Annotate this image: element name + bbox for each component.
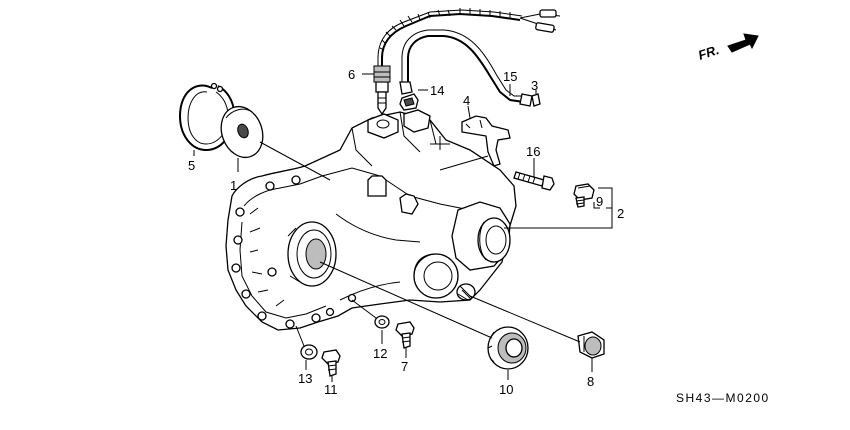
washer-13-part: [300, 344, 318, 360]
callout-13: 13: [298, 371, 312, 386]
transmission-housing: [225, 109, 517, 331]
bolt-7-part: [395, 321, 415, 349]
callout-16: 16: [526, 144, 540, 159]
breather-tube-part: [399, 29, 533, 107]
callout-10: 10: [499, 382, 513, 397]
flange-bolt-16-part: [513, 171, 555, 191]
front-arrow-icon: [727, 33, 759, 53]
callout-1: 1: [230, 178, 237, 193]
callout-8: 8: [587, 374, 594, 389]
drain-plug-9-part: [573, 183, 595, 208]
sealing-bolt-8-part: [577, 331, 605, 359]
callout-2: 2: [617, 206, 624, 221]
dowel-pin-part: [531, 93, 541, 107]
callout-labels: 1 2 3 4 5 6 7 8 9 10 11 12 13 14 15 16: [188, 67, 624, 397]
callout-6: 6: [348, 67, 355, 82]
front-direction-indicator: FR.: [696, 33, 759, 63]
circlip-part: [178, 82, 236, 152]
callout-7: 7: [401, 359, 408, 374]
bolt-11-part: [321, 349, 341, 377]
tube-clamp-part: [399, 93, 419, 111]
washer-12-part: [374, 315, 390, 329]
callout-4: 4: [463, 93, 470, 108]
callout-12: 12: [373, 346, 387, 361]
callout-14: 14: [430, 83, 444, 98]
diagram-code: SH43—M0200: [676, 391, 770, 405]
callout-11: 11: [324, 382, 338, 397]
oil-seal-part: [487, 326, 529, 370]
oil-guide-washer-part: [220, 105, 264, 159]
wire-harness-part: [373, 8, 561, 116]
leader-lines: [193, 73, 613, 382]
callout-15: 15: [503, 69, 517, 84]
harness-bracket-part: [461, 115, 511, 167]
callout-5: 5: [188, 158, 195, 173]
callout-9: 9: [596, 194, 603, 209]
direction-label: FR.: [696, 42, 721, 63]
callout-3: 3: [531, 78, 538, 93]
